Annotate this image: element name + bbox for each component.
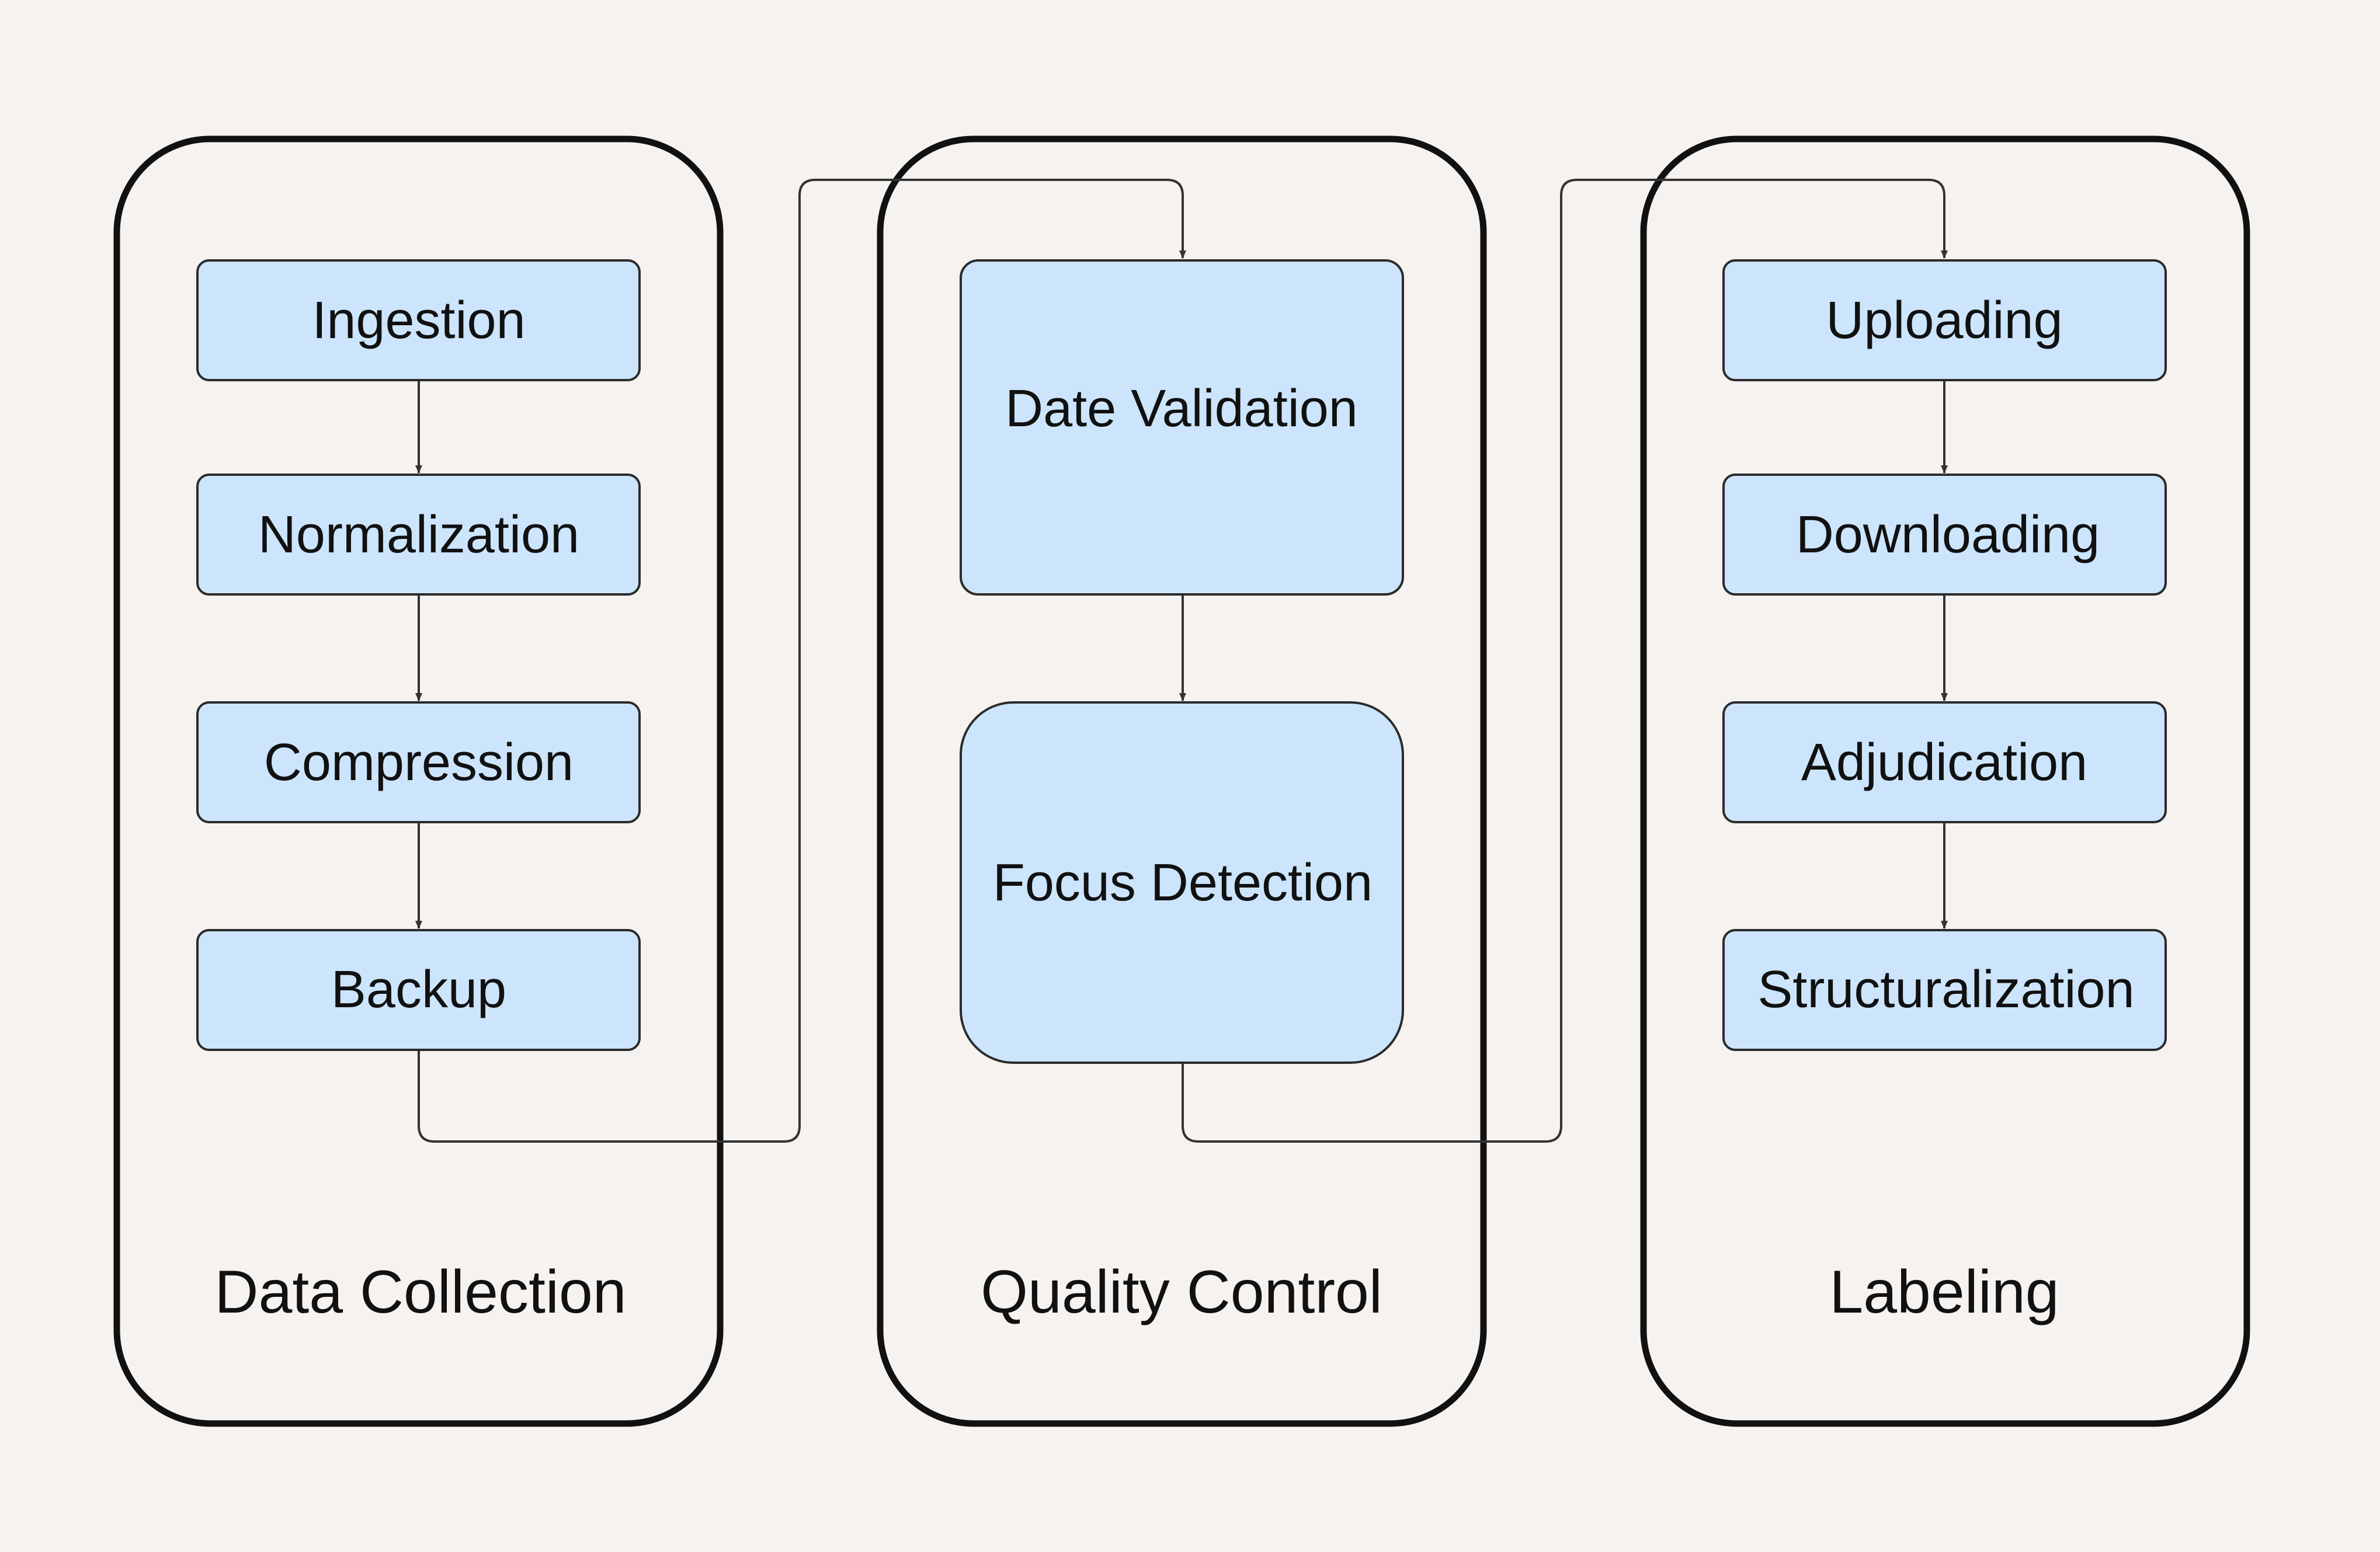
node-structuralization-label: Structuralization [1757,961,2134,1019]
edge-backup-date-validation [418,179,1186,1143]
node-backup-label: Backup [331,961,506,1019]
group-label-data-collection: Data Collection [214,1258,626,1326]
group-label-quality-control: Quality Control [981,1258,1382,1326]
node-normalization[interactable]: Normalization [196,474,641,596]
node-downloading-label: Downloading [1796,506,2100,564]
node-downloading[interactable]: Downloading [1722,474,2167,596]
node-uploading-box [1722,259,2167,381]
node-date-validation[interactable]: Date Validation [960,259,1404,596]
node-compression-label: Compression [264,733,574,792]
node-normalization-box [196,474,641,596]
node-focus-detection-box [960,701,1404,1064]
node-compression-box [196,701,641,823]
node-focus-detection-label: Focus Detection [993,854,1373,912]
node-backup-box [196,929,641,1051]
node-normalization-label: Normalization [258,506,579,564]
group-box-labeling [1640,135,2250,1427]
node-ingestion-box [196,259,641,381]
group-box-data-collection [113,135,724,1427]
node-adjudication[interactable]: Adjudication [1722,701,2167,823]
node-ingestion-label: Ingestion [312,291,525,350]
node-structuralization-box [1722,929,2167,1051]
node-uploading-label: Uploading [1826,291,2062,350]
node-downloading-box [1722,474,2167,596]
node-date-validation-label: Date Validation [1005,380,1358,438]
node-ingestion[interactable]: Ingestion [196,259,641,381]
node-date-validation-box [960,259,1404,596]
node-adjudication-box [1722,701,2167,823]
node-focus-detection[interactable]: Focus Detection [960,701,1404,1064]
edge-focus-detection-uploading [1182,179,1948,1143]
group-label-labeling: Labeling [1829,1258,2059,1326]
node-structuralization[interactable]: Structuralization [1722,929,2167,1051]
node-adjudication-label: Adjudication [1801,733,2087,792]
node-compression[interactable]: Compression [196,701,641,823]
group-box-quality-control [877,135,1487,1427]
node-backup[interactable]: Backup [196,929,641,1051]
node-uploading[interactable]: Uploading [1722,259,2167,381]
